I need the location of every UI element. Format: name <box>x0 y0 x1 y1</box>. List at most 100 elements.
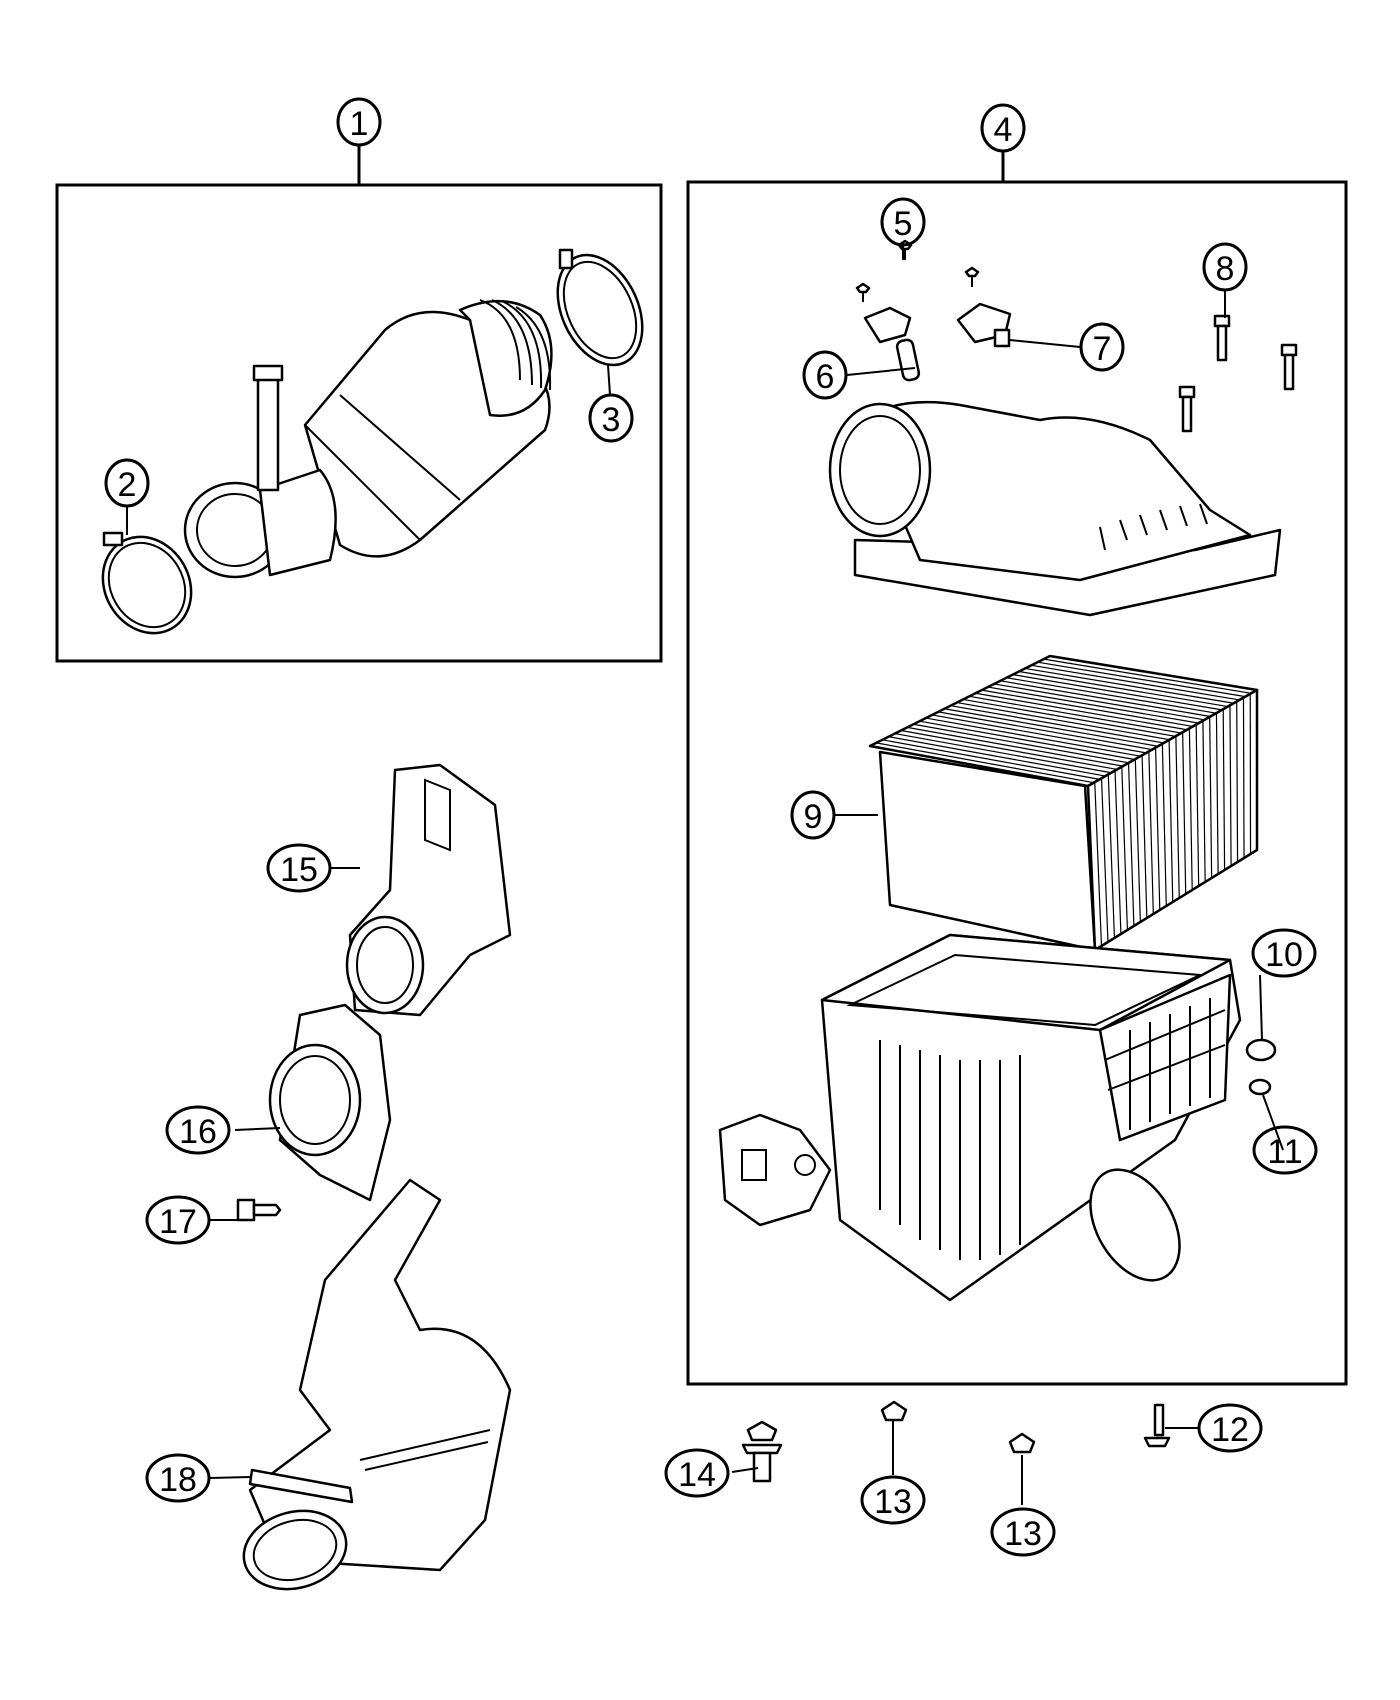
leader-lines <box>126 245 1284 1505</box>
filter-pleat <box>1148 751 1154 915</box>
filter-top-pleat <box>1018 670 1228 708</box>
filter-pleat <box>1175 736 1180 899</box>
filter-top-pleat <box>1000 680 1211 718</box>
callout-15: 15 <box>266 843 332 893</box>
callout-2-label: 2 <box>118 466 137 504</box>
callout-11-label: 11 <box>1267 1133 1302 1171</box>
filter-pleat <box>1141 755 1148 919</box>
filter-top-pleat <box>907 726 1124 767</box>
filter-top-pleat <box>1006 677 1217 714</box>
callout-8-label: 8 <box>1216 250 1235 288</box>
filter-top-pleat <box>1049 655 1258 691</box>
filter-top-pleat <box>913 723 1129 764</box>
filter-top-pleat <box>1043 658 1252 694</box>
filter-pleat <box>1182 732 1187 895</box>
filter-top-pleat <box>956 701 1170 741</box>
fasteners-drawing <box>741 1400 1171 1483</box>
callout-8: 8 <box>1202 242 1248 292</box>
adapter-16-drawing <box>268 1003 392 1202</box>
clamp-2-drawing <box>101 531 193 635</box>
callout-11: 11 <box>1252 1125 1318 1175</box>
filter-pleat <box>1242 697 1245 859</box>
callout-4-label: 4 <box>994 111 1013 149</box>
filter-pleat <box>1161 743 1167 907</box>
filter-pleat <box>1100 778 1109 943</box>
callout-14-label: 14 <box>678 1456 716 1494</box>
callout-15-label: 15 <box>280 851 318 889</box>
callout-16: 16 <box>165 1105 231 1155</box>
callout-9: 9 <box>790 790 836 840</box>
filter-pleat <box>1209 716 1213 879</box>
callout-14: 14 <box>664 1448 730 1498</box>
duct-15-drawing <box>345 763 512 1017</box>
filter-pleat <box>1134 759 1141 923</box>
filter-top-pleat <box>1037 661 1246 698</box>
filter-pleat <box>1087 785 1096 951</box>
filter-pleat <box>1094 782 1103 947</box>
push-pin-17-drawing <box>236 1198 282 1222</box>
filter-pleat <box>1107 774 1116 939</box>
filter-top-pleat <box>981 689 1193 728</box>
callout-1: 1 <box>336 97 382 147</box>
housing-bottom-drawing <box>718 933 1277 1302</box>
filter-top-pleat <box>894 732 1112 774</box>
callout-16-label: 16 <box>179 1113 217 1151</box>
callout-6: 6 <box>802 350 848 400</box>
filter-top-pleat <box>969 695 1182 734</box>
callout-4: 4 <box>980 103 1026 153</box>
callout-17-label: 17 <box>159 1203 197 1241</box>
callout-10: 10 <box>1251 928 1317 978</box>
callout-10-label: 10 <box>1265 936 1303 974</box>
callout-7: 7 <box>1079 322 1125 372</box>
filter-pleat <box>1155 747 1161 911</box>
filter-pleat <box>1202 720 1206 883</box>
filter-pleat <box>1127 762 1135 927</box>
callout-13a: 13 <box>860 1475 926 1525</box>
filter-top-pleat <box>876 742 1094 784</box>
housing-top-drawing <box>828 400 1282 617</box>
callout-5-label: 5 <box>894 205 913 243</box>
callout-6-label: 6 <box>816 358 835 396</box>
filter-top-pleat <box>994 683 1205 721</box>
clamp-3-drawing <box>556 248 644 367</box>
callout-3: 3 <box>588 393 634 443</box>
air-filter-drawing <box>868 654 1259 952</box>
filter-top-pleat <box>975 692 1188 731</box>
callout-17: 17 <box>145 1195 211 1245</box>
callout-7-label: 7 <box>1093 330 1112 368</box>
filter-top-pleat <box>900 729 1118 771</box>
callout-2: 2 <box>104 458 150 508</box>
callout-5: 5 <box>880 197 926 247</box>
filter-pleat <box>1188 728 1193 891</box>
filter-top-pleat <box>882 739 1100 780</box>
filter-top-pleat <box>925 717 1141 757</box>
filter-pleat <box>1236 701 1239 863</box>
group-box-1 <box>55 145 663 663</box>
filter-top-pleat <box>944 708 1159 747</box>
filter-pleat <box>1168 739 1174 903</box>
callout-13b: 13 <box>990 1507 1056 1557</box>
filter-top-pleat <box>950 705 1164 744</box>
callout-12: 12 <box>1197 1403 1263 1453</box>
filter-top-pleat <box>1012 674 1223 711</box>
callout-18: 18 <box>145 1453 211 1503</box>
filter-top-pleat <box>931 714 1147 754</box>
callout-3-label: 3 <box>602 401 621 439</box>
filter-top-pleat <box>888 736 1106 777</box>
filter-pleat <box>1229 705 1232 867</box>
duct-18-drawing <box>242 1178 512 1591</box>
callout-13a-label: 13 <box>874 1483 912 1521</box>
filter-top-pleat <box>987 686 1199 724</box>
group-box-4 <box>686 150 1348 1386</box>
callout-1-label: 1 <box>350 105 369 143</box>
filter-top-pleat <box>869 745 1089 787</box>
filter-top-pleat <box>919 720 1135 761</box>
callout-18-label: 18 <box>159 1461 197 1499</box>
filter-pleat <box>1114 770 1122 935</box>
intake-duct-drawing <box>183 299 553 579</box>
filter-pleat <box>1215 713 1219 875</box>
filter-top-pleat <box>963 698 1176 737</box>
filter-pleat <box>1195 724 1200 887</box>
filter-top-pleat <box>1031 664 1240 701</box>
